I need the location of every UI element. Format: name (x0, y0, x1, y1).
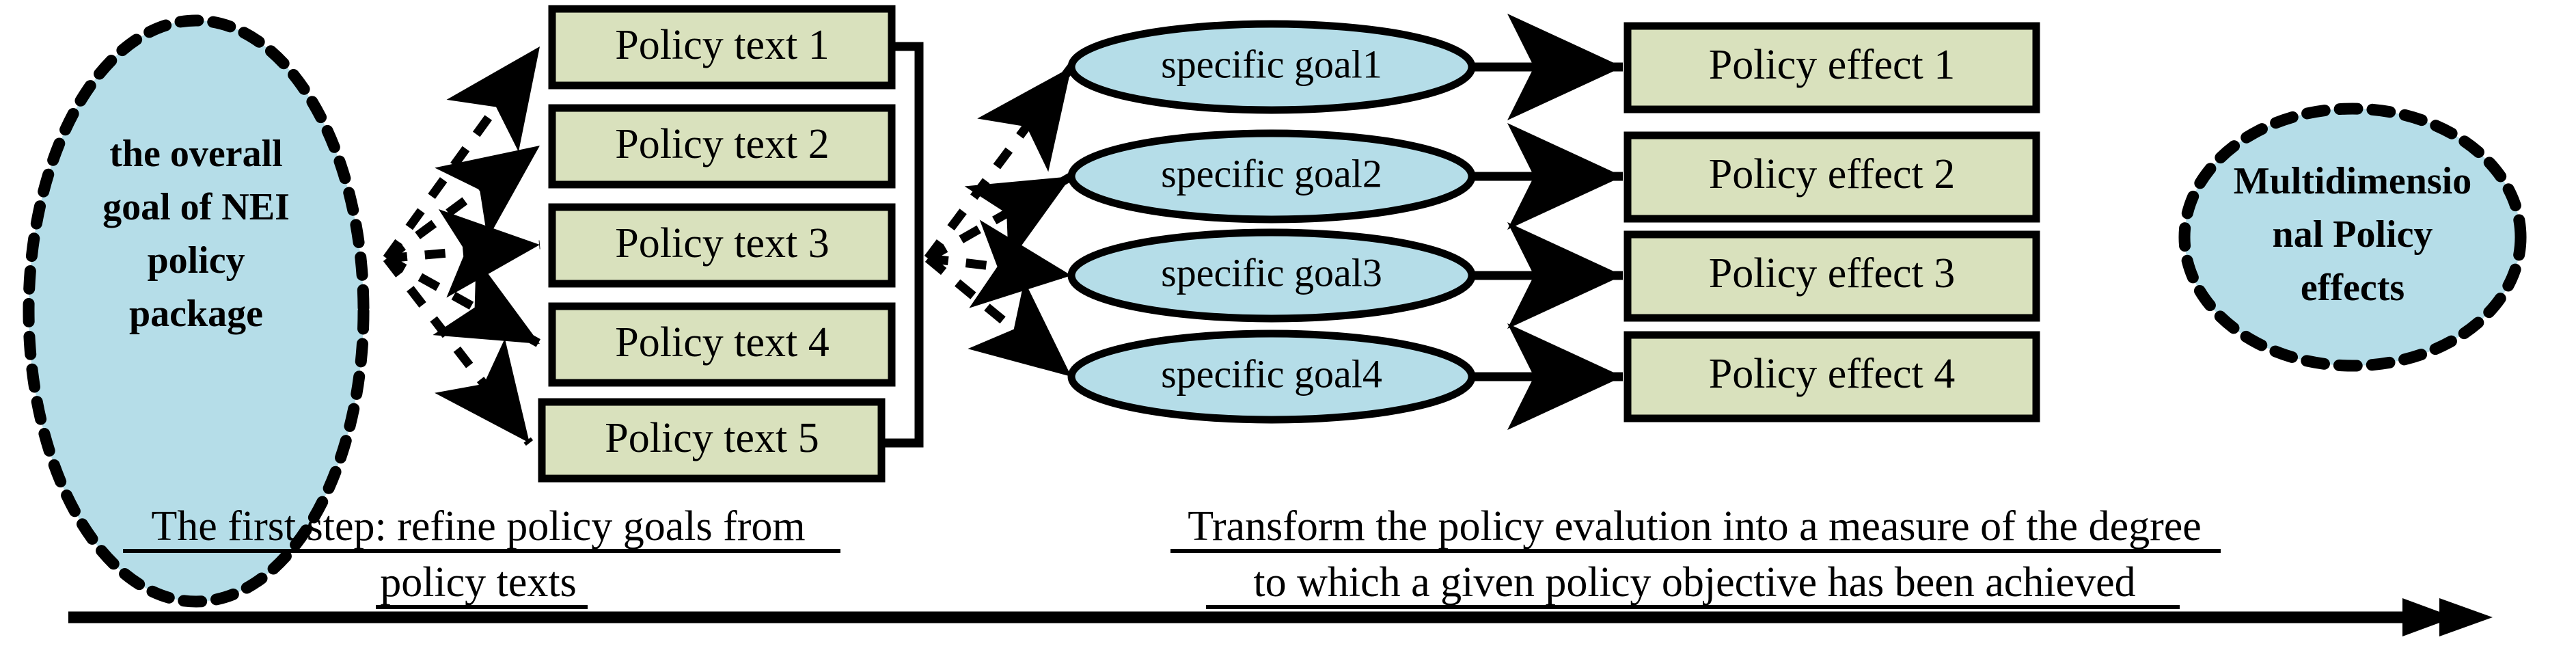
policy-text-3-label: Policy text 3 (615, 220, 829, 267)
timeline-arrowhead-inner (2402, 598, 2454, 636)
overall-goal-line-3: policy (147, 239, 245, 282)
dashed-arrow-to-goal-4 (924, 254, 1075, 381)
multidimensional-effects-line-2: nal Policy (2273, 213, 2433, 256)
policy-text-box-3[interactable]: Policy text 3 (548, 203, 896, 288)
goal-to-texts-connectors (383, 44, 544, 446)
specific-goal-2-ellipse (1067, 129, 1476, 224)
policy-effect-box-2[interactable]: Policy effect 2 (1623, 131, 2040, 223)
policy-effect-3-label: Policy effect 3 (1709, 250, 1955, 297)
specific-goal-node-2[interactable]: specific goal2 (1067, 129, 1476, 224)
specific-goal-node-3[interactable]: specific goal3 (1067, 228, 1476, 323)
specific-goal-3-ellipse (1067, 228, 1476, 323)
policy-text-2-rect (548, 104, 896, 189)
caption-step-one-line-1: The first step: refine policy goals from (151, 503, 805, 550)
specific-goal-2-label: specific goal2 (1161, 151, 1382, 196)
caption-step-one-line-2: policy texts (380, 559, 577, 606)
policy-text-4-rect (548, 302, 896, 387)
policy-text-1-rect (548, 5, 896, 90)
dashed-arrow-to-goal-1 (924, 64, 1075, 261)
texts-to-goals-connectors (924, 64, 1075, 381)
policy-effect-1-label: Policy effect 1 (1709, 42, 1955, 88)
policy-effect-boxes: Policy effect 1 Policy effect 2 Policy e… (1623, 22, 2040, 422)
policy-text-box-5[interactable]: Policy text 5 (538, 398, 886, 483)
policy-text-1-label: Policy text 1 (615, 22, 829, 68)
texts-to-hub-bracket (878, 42, 924, 448)
bracket-path (878, 42, 924, 448)
caption-step-one: The first step: refine policy goals from… (123, 503, 840, 609)
specific-goal-node-4[interactable]: specific goal4 (1067, 330, 1476, 424)
policy-text-5-label: Policy text 5 (605, 415, 819, 461)
goals-to-effects-connectors (1472, 14, 1623, 430)
dashed-arrow-to-text-2 (384, 142, 543, 263)
overall-goal-node[interactable]: the overall goal of NEI policy package (23, 14, 370, 608)
caption-step-two-line-1: Transform the policy evalution into a me… (1188, 503, 2202, 550)
policy-text-box-2[interactable]: Policy text 2 (548, 104, 896, 189)
caption-step-two: Transform the policy evalution into a me… (1170, 503, 2221, 609)
multidimensional-effects-node[interactable]: Multidimensio nal Policy effects (2178, 103, 2527, 372)
specific-goal-nodes: specific goal1 specific goal2 specific g… (1067, 20, 1476, 424)
dashed-arrow-to-text-5 (383, 256, 534, 446)
multidimensional-effects-line-1: Multidimensio (2234, 160, 2471, 202)
dashed-arrow-to-text-3 (386, 209, 540, 298)
policy-effect-2-rect (1623, 131, 2040, 223)
overall-goal-line-1: the overall (109, 133, 282, 175)
overall-goal-ellipse (23, 14, 370, 608)
policy-text-4-label: Policy text 4 (615, 319, 829, 366)
policy-text-boxes: Policy text 1 Policy text 2 Policy text … (538, 5, 896, 483)
policy-text-2-label: Policy text 2 (615, 121, 829, 167)
specific-goal-1-label: specific goal1 (1161, 42, 1382, 86)
policy-effect-box-1[interactable]: Policy effect 1 (1623, 22, 2040, 113)
policy-text-box-1[interactable]: Policy text 1 (548, 5, 896, 90)
policy-text-3-rect (548, 203, 896, 288)
multidimensional-effects-ellipse (2178, 103, 2527, 372)
specific-goal-1-ellipse (1067, 20, 1476, 114)
dashed-arrow-to-goal-3 (927, 219, 1072, 308)
specific-goal-3-label: specific goal3 (1161, 250, 1382, 295)
timeline-arrow (68, 598, 2493, 636)
specific-goal-4-label: specific goal4 (1161, 351, 1382, 396)
policy-effect-4-label: Policy effect 4 (1709, 351, 1955, 397)
overall-goal-line-2: goal of NEI (102, 186, 290, 228)
dashed-arrow-to-goal-2 (925, 172, 1074, 264)
policy-text-box-4[interactable]: Policy text 4 (548, 302, 896, 387)
dashed-arrow-to-text-1 (383, 44, 544, 261)
specific-goal-node-1[interactable]: specific goal1 (1067, 20, 1476, 114)
policy-effect-box-4[interactable]: Policy effect 4 (1623, 331, 2040, 422)
policy-text-5-rect (538, 398, 886, 483)
dashed-arrow-to-text-4 (384, 254, 543, 348)
policy-effect-2-label: Policy effect 2 (1709, 151, 1955, 198)
policy-effect-4-rect (1623, 331, 2040, 422)
caption-step-two-line-2: to which a given policy objective has be… (1253, 559, 2135, 606)
policy-effect-box-3[interactable]: Policy effect 3 (1623, 230, 2040, 322)
specific-goal-4-ellipse (1067, 330, 1476, 424)
multidimensional-effects-line-3: effects (2301, 267, 2404, 309)
policy-effect-3-rect (1623, 230, 2040, 322)
overall-goal-line-4: package (129, 293, 263, 335)
policy-effect-1-rect (1623, 22, 2040, 113)
timeline-arrowhead-outer (2439, 598, 2493, 636)
